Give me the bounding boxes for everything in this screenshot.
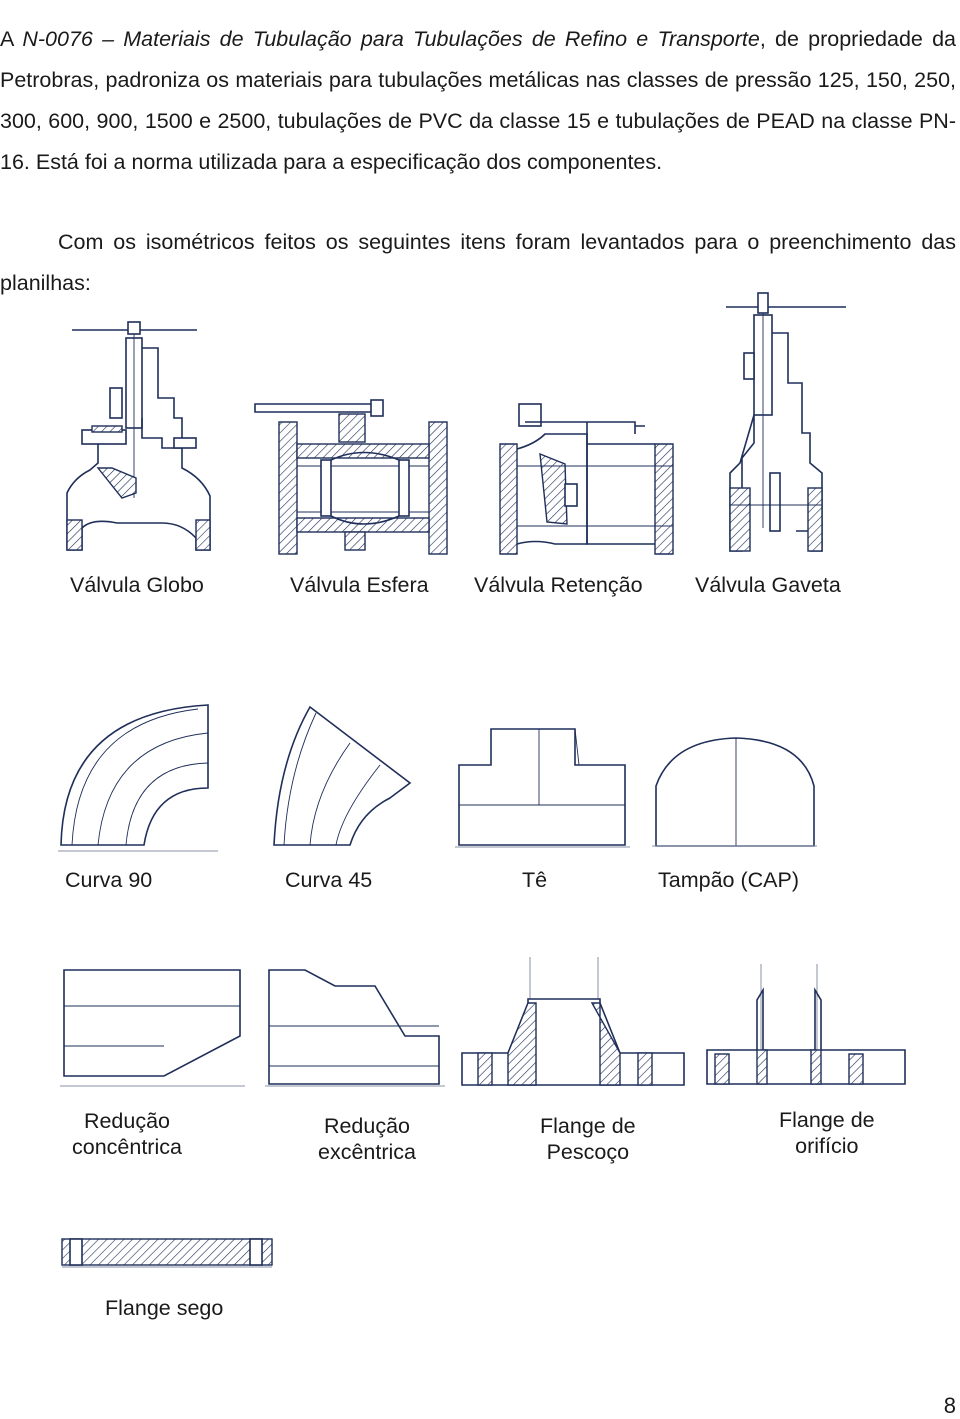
- ball-valve-drawing: [253, 399, 463, 555]
- intro-lead: A: [0, 26, 23, 51]
- caption-te: Tê: [522, 868, 548, 892]
- caption-curva-90: Curva 90: [65, 868, 153, 892]
- elbow-45-drawing: [270, 703, 420, 853]
- check-valve-drawing: [495, 403, 680, 556]
- caption-flange-pescoco: Flange de Pescoço: [540, 1113, 636, 1165]
- caption-valvula-retencao: Válvula Retenção: [474, 573, 643, 597]
- caption-flange-sego: Flange sego: [105, 1296, 224, 1320]
- caption-reducao-excentrica-line2: excêntrica: [318, 1140, 416, 1164]
- caption-valvula-gaveta: Válvula Gaveta: [695, 573, 841, 597]
- intro-body: , de propriedade da Petrobras, padroniza…: [0, 26, 957, 174]
- elbow-90-drawing: [58, 703, 218, 853]
- norm-reference: N-0076 – Materiais de Tubulação para Tub…: [22, 26, 760, 51]
- caption-reducao-concentrica-line1: Redução: [83, 1109, 171, 1133]
- eccentric-reducer-drawing: [265, 966, 445, 1091]
- caption-reducao-excentrica: Redução excêntrica: [318, 1113, 416, 1165]
- blind-flange-drawing: [60, 1235, 275, 1269]
- gate-valve-drawing: [722, 292, 857, 555]
- cap-drawing: [652, 736, 817, 848]
- caption-reducao-excentrica-line1: Redução: [323, 1114, 411, 1138]
- weld-neck-flange-drawing: [458, 953, 723, 1093]
- caption-valvula-esfera: Válvula Esfera: [290, 573, 429, 597]
- caption-flange-pescoco-line1: Flange de: [540, 1114, 636, 1138]
- caption-valvula-globo: Válvula Globo: [70, 573, 204, 597]
- caption-flange-orificio-line1: Flange de: [779, 1108, 875, 1132]
- tee-drawing: [455, 725, 630, 850]
- caption-flange-pescoco-line2: Pescoço: [546, 1140, 630, 1164]
- caption-flange-orificio: Flange de orifício: [779, 1107, 875, 1159]
- globe-valve-drawing: [62, 318, 222, 553]
- caption-tampao: Tampão (CAP): [658, 868, 799, 892]
- caption-reducao-concentrica: Redução concêntrica: [72, 1108, 182, 1160]
- intro-paragraph: A N-0076 – Materiais de Tubulação para T…: [0, 19, 956, 183]
- page-number: 8: [943, 1393, 956, 1418]
- caption-reducao-concentrica-line2: concêntrica: [72, 1135, 182, 1159]
- items-paragraph: Com os isométricos feitos os seguintes i…: [0, 229, 956, 295]
- caption-curva-45: Curva 45: [285, 868, 373, 892]
- caption-flange-orificio-line2: orifício: [795, 1134, 859, 1158]
- orifice-flange-drawing: [703, 960, 909, 1090]
- concentric-reducer-drawing: [60, 966, 245, 1091]
